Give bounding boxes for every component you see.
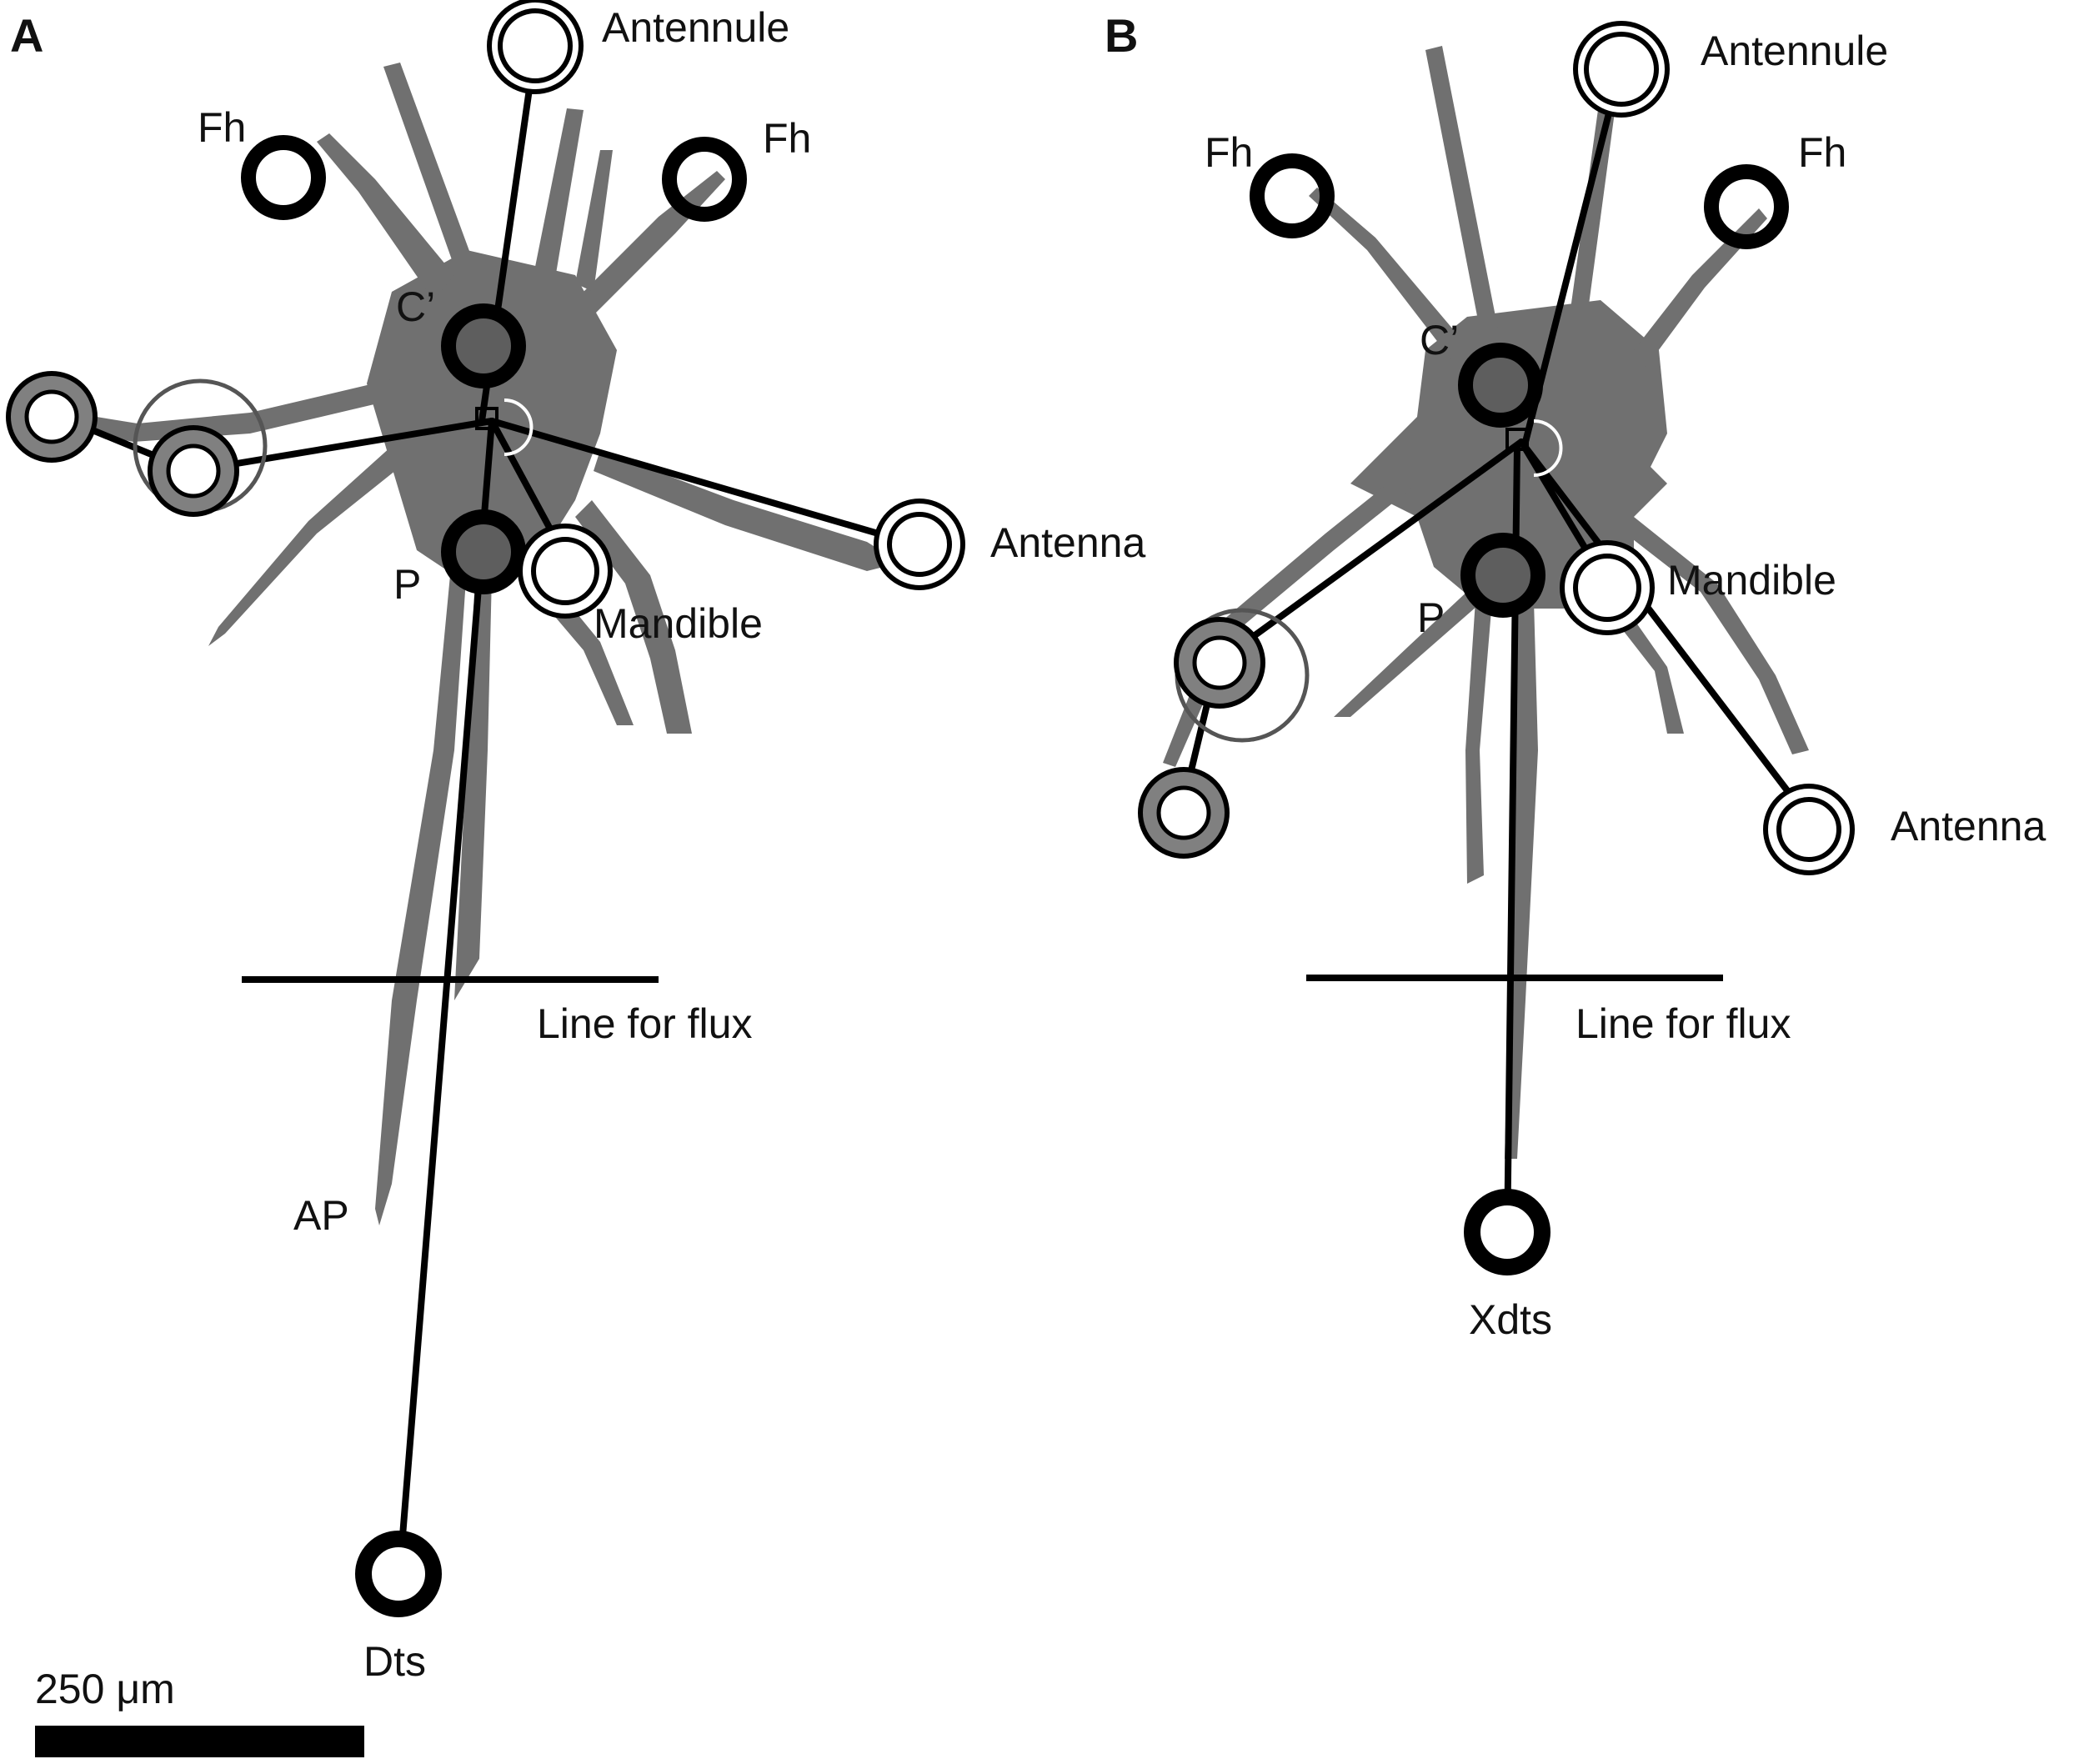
panel-b-xdts-ring-icon	[1464, 1189, 1550, 1275]
panel-a-antennule-inner-ring-icon	[498, 8, 573, 83]
panel-b-xdts-label: Xdts	[1469, 1296, 1552, 1343]
panel-b-center-arc-icon	[1533, 419, 1563, 477]
panel-b-p-label: P	[1417, 594, 1445, 641]
panel-b-markers	[1138, 21, 1855, 1275]
panel-a-antennule-label: Antennule	[602, 4, 789, 51]
scale-bar-rect	[35, 1726, 364, 1757]
panel-a-p-ring-icon	[441, 509, 526, 594]
panel-a-antenna-label: Antenna	[990, 519, 1145, 566]
panel-a-vectors	[43, 42, 928, 1574]
panel-a-c-prime-ring-icon	[441, 303, 526, 388]
panel-a-dts-ring-icon	[355, 1531, 442, 1617]
panel-b-fh-right-label: Fh	[1798, 129, 1846, 176]
panel-b-antenna-label: Antenna	[1891, 803, 2046, 849]
panel-b-left-mid-inner-icon	[1192, 635, 1247, 690]
panel-a: A Antennule Fh Fh C’ Antenna P Mandible …	[6, 0, 1145, 1685]
panel-a-left-tip-inner-icon	[24, 389, 79, 444]
panel-b: B Antennule Fh Fh C’ Mandible P Antenna …	[1105, 9, 2046, 1343]
panel-a-mandible-label: Mandible	[594, 600, 763, 647]
panel-a-antenna-inner-ring-icon	[887, 512, 952, 577]
panel-a-center-arc-icon	[503, 398, 534, 456]
panel-a-center-square-icon	[475, 407, 498, 430]
panel-b-mandible-inner-ring-icon	[1573, 554, 1641, 622]
panel-b-p-ring-icon	[1460, 533, 1545, 618]
panel-a-fh-left-ring-icon	[241, 135, 326, 220]
panel-a-letter: A	[10, 9, 43, 62]
panel-b-letter: B	[1105, 9, 1138, 62]
panel-a-p-label: P	[393, 561, 421, 608]
panel-b-center-square-icon	[1505, 428, 1529, 451]
panel-a-nauplius-body	[67, 63, 900, 1225]
panel-b-fh-left-ring-icon	[1250, 153, 1335, 238]
panel-a-c-prime-label: C’	[396, 283, 435, 330]
panel-a-fh-left-label: Fh	[198, 104, 246, 151]
panel-b-fh-left-label: Fh	[1205, 129, 1253, 176]
panel-b-line-for-flux-label: Line for flux	[1576, 1000, 1791, 1047]
panel-b-antennule-label: Antennule	[1701, 28, 1888, 74]
panel-a-left-mid-inner-icon	[166, 444, 221, 499]
panel-a-antennule-outer-ring-icon	[487, 0, 584, 94]
panel-b-antenna-inner-ring-icon	[1776, 797, 1841, 862]
panel-a-fh-right-ring-icon	[662, 137, 747, 222]
panel-a-dts-label: Dts	[363, 1638, 426, 1685]
panel-b-antennule-outer-ring-icon	[1573, 21, 1670, 118]
panel-a-markers	[6, 0, 965, 1617]
panel-b-c-prime-label: C’	[1420, 317, 1459, 363]
panel-a-mandible-inner-ring-icon	[531, 537, 599, 605]
scale-bar-label: 250 μm	[35, 1666, 175, 1712]
panel-a-fh-right-label: Fh	[763, 115, 811, 162]
panel-b-c-prime-ring-icon	[1458, 343, 1543, 428]
panel-b-left-tip-inner-icon	[1156, 785, 1211, 840]
panel-b-fh-right-ring-icon	[1704, 164, 1789, 249]
panel-a-line-for-flux-label: Line for flux	[537, 1000, 752, 1047]
panel-b-mandible-label: Mandible	[1667, 557, 1836, 604]
panel-a-ap-label: AP	[293, 1192, 349, 1239]
panel-b-antennule-inner-ring-icon	[1584, 32, 1659, 107]
scale-bar: 250 μm	[35, 1666, 364, 1757]
